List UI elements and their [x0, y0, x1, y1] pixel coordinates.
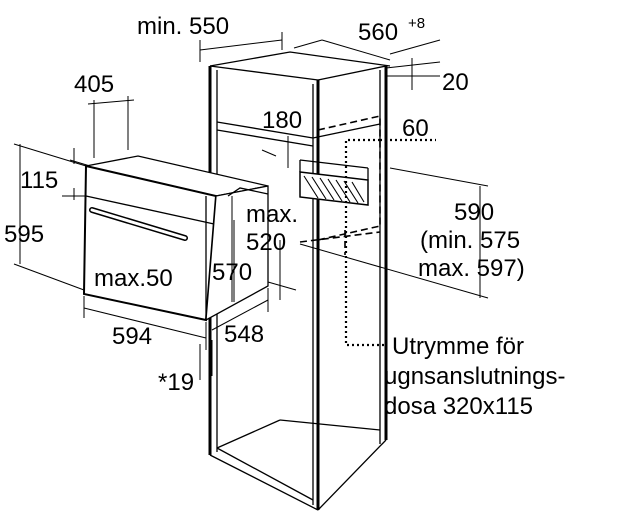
label-niche-min: (min. 575: [420, 227, 520, 254]
label-max-520: 520: [246, 229, 286, 256]
label-cabinet-depth: min. 550: [137, 13, 229, 40]
socket-note: Utrymme för ugnsanslutnings- dosa 320x11…: [384, 333, 565, 420]
socket-note-line3: dosa 320x115: [384, 393, 533, 420]
label-vent-180: 180: [262, 107, 302, 134]
label-19: *19: [158, 369, 194, 396]
label-vent-60: 60: [402, 115, 429, 142]
label-top-gap: 20: [442, 69, 469, 96]
socket-note-line2: ugnsanslutnings-: [384, 363, 565, 390]
dimension-lines: [13, 32, 489, 380]
socket-note-line1: Utrymme för: [392, 333, 524, 360]
cabinet: [208, 51, 391, 511]
label-548: 548: [224, 321, 264, 348]
label-front-115: 115: [20, 167, 58, 194]
label-570: 570: [212, 259, 252, 286]
oven: [82, 155, 269, 322]
label-oven-height: 595: [4, 221, 44, 248]
socket-box: [299, 159, 369, 206]
label-max50: max.50: [94, 265, 173, 292]
socket-leader: [344, 138, 384, 347]
label-cabinet-width-tolerance: +8: [408, 15, 425, 32]
label-niche-max: max. 597): [418, 255, 525, 282]
dimension-labels: min. 550 560 +8 20 405 180 60 115 595 ma…: [4, 13, 525, 396]
label-594: 594: [112, 323, 152, 350]
label-max: max.: [246, 201, 298, 228]
label-cabinet-width: 560: [358, 19, 398, 46]
label-niche-590: 590: [454, 199, 494, 226]
label-oven-depth: 405: [74, 71, 114, 98]
